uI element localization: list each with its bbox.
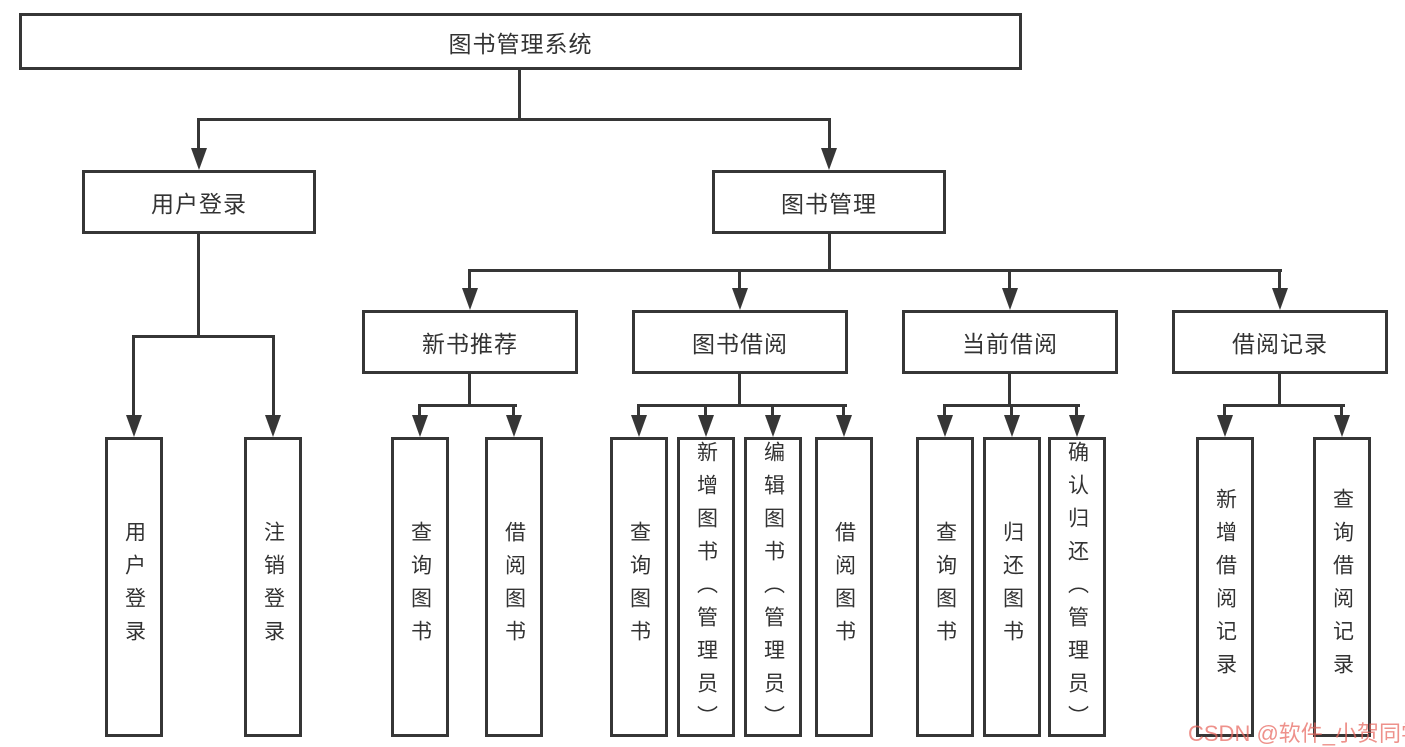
connector-line xyxy=(272,335,275,417)
connector-arrowhead xyxy=(506,415,522,437)
connector-arrowhead xyxy=(1002,288,1018,310)
connector-line xyxy=(197,234,200,337)
connector-line xyxy=(1010,404,1013,417)
leaf-query-books-current: 查询图书 xyxy=(916,437,974,737)
connector-line xyxy=(418,404,517,407)
leaf-borrow-books-recommend: 借阅图书 xyxy=(485,437,543,737)
node-borrow-records-label: 借阅记录 xyxy=(1232,331,1328,357)
connector-line xyxy=(1278,373,1281,407)
connector-arrowhead xyxy=(732,288,748,310)
connector-line xyxy=(738,373,741,407)
connector-arrowhead xyxy=(1334,415,1350,437)
leaf-add-book-admin-label: 新增图书（管理员） xyxy=(694,441,718,738)
leaf-query-borrow-record: 查询借阅记录 xyxy=(1313,437,1371,737)
connector-line xyxy=(842,404,845,417)
leaf-query-books-recommend-label: 查询图书 xyxy=(408,521,432,653)
connector-arrowhead xyxy=(126,415,142,437)
connector-line xyxy=(197,118,831,121)
connector-line xyxy=(468,269,471,290)
connector-line xyxy=(512,404,515,417)
connector-arrowhead xyxy=(1217,415,1233,437)
leaf-return-books-label: 归还图书 xyxy=(1000,521,1024,653)
connector-line xyxy=(828,118,831,151)
node-user-login-label: 用户登录 xyxy=(151,191,247,217)
connector-arrowhead xyxy=(1272,288,1288,310)
node-new-book-recommend: 新书推荐 xyxy=(362,310,578,374)
connector-line xyxy=(418,404,421,417)
leaf-query-books-current-label: 查询图书 xyxy=(933,521,957,653)
leaf-borrow-books: 借阅图书 xyxy=(815,437,873,737)
connector-line xyxy=(704,404,707,417)
connector-arrowhead xyxy=(698,415,714,437)
node-book-management: 图书管理 xyxy=(712,170,946,234)
leaf-logout: 注销登录 xyxy=(244,437,302,737)
node-current-borrow: 当前借阅 xyxy=(902,310,1118,374)
connector-arrowhead xyxy=(191,148,207,170)
connector-line xyxy=(738,269,741,290)
leaf-add-borrow-record-label: 新增借阅记录 xyxy=(1213,488,1237,686)
connector-line xyxy=(943,404,946,417)
connector-line xyxy=(1008,269,1011,290)
leaf-user-login-label: 用户登录 xyxy=(122,521,146,653)
connector-line xyxy=(1340,404,1343,417)
leaf-edit-book-admin-label: 编辑图书（管理员） xyxy=(761,441,785,738)
leaf-logout-label: 注销登录 xyxy=(261,521,285,653)
node-book-borrow: 图书借阅 xyxy=(632,310,848,374)
leaf-borrow-books-label: 借阅图书 xyxy=(832,521,856,653)
connector-arrowhead xyxy=(412,415,428,437)
leaf-query-books-recommend: 查询图书 xyxy=(391,437,449,737)
node-root-label: 图书管理系统 xyxy=(448,30,593,57)
leaf-confirm-return-admin-label: 确认归还（管理员） xyxy=(1065,441,1089,738)
leaf-user-login: 用户登录 xyxy=(105,437,163,737)
connector-arrowhead xyxy=(1004,415,1020,437)
connector-arrowhead xyxy=(265,415,281,437)
connector-line xyxy=(1223,404,1226,417)
connector-arrowhead xyxy=(937,415,953,437)
node-book-borrow-label: 图书借阅 xyxy=(692,331,788,357)
leaf-query-borrow-record-label: 查询借阅记录 xyxy=(1330,488,1354,686)
leaf-add-book-admin: 新增图书（管理员） xyxy=(677,437,735,738)
connector-line xyxy=(637,404,847,407)
connector-line xyxy=(468,269,1282,272)
watermark: CSDN @软件_小贺同学 xyxy=(1188,721,1405,746)
node-book-management-label: 图书管理 xyxy=(781,191,877,217)
node-user-login: 用户登录 xyxy=(82,170,316,234)
connector-line xyxy=(771,404,774,417)
leaf-confirm-return-admin: 确认归还（管理员） xyxy=(1048,437,1106,738)
connector-line xyxy=(1278,269,1281,290)
leaf-borrow-books-recommend-label: 借阅图书 xyxy=(502,521,526,653)
connector-arrowhead xyxy=(631,415,647,437)
node-new-book-recommend-label: 新书推荐 xyxy=(422,331,518,357)
connector-line xyxy=(637,404,640,417)
connector-line xyxy=(468,373,471,407)
node-root: 图书管理系统 xyxy=(19,13,1022,70)
connector-line xyxy=(1075,404,1078,417)
leaf-return-books: 归还图书 xyxy=(983,437,1041,737)
connector-line xyxy=(828,234,831,272)
connector-line xyxy=(518,70,521,119)
connector-arrowhead xyxy=(462,288,478,310)
connector-line xyxy=(132,335,275,338)
connector-line xyxy=(1008,373,1011,407)
leaf-edit-book-admin: 编辑图书（管理员） xyxy=(744,437,802,738)
leaf-add-borrow-record: 新增借阅记录 xyxy=(1196,437,1254,737)
connector-line xyxy=(1223,404,1345,407)
connector-arrowhead xyxy=(836,415,852,437)
connector-arrowhead xyxy=(1069,415,1085,437)
leaf-query-books-borrow-label: 查询图书 xyxy=(627,521,651,653)
connector-arrowhead xyxy=(821,148,837,170)
node-current-borrow-label: 当前借阅 xyxy=(962,331,1058,357)
leaf-query-books-borrow: 查询图书 xyxy=(610,437,668,737)
connector-line xyxy=(132,335,135,417)
connector-line xyxy=(197,118,200,151)
connector-arrowhead xyxy=(765,415,781,437)
node-borrow-records: 借阅记录 xyxy=(1172,310,1388,374)
